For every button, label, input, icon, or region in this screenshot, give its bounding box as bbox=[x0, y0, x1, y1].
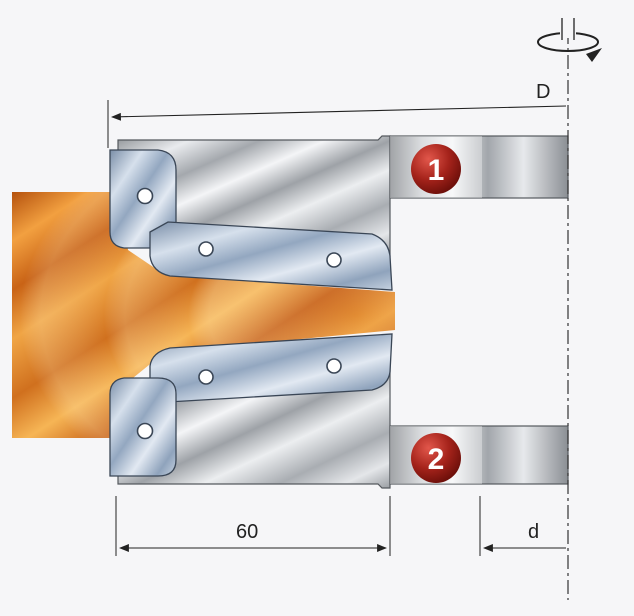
screw-hole bbox=[198, 241, 214, 257]
dimension-outer-diameter: D bbox=[107, 81, 567, 148]
screw-hole bbox=[326, 252, 342, 268]
dimension-bore-diameter: d bbox=[479, 496, 566, 556]
knife-upper-profile bbox=[149, 221, 393, 291]
dimension-label-d: d bbox=[528, 521, 539, 543]
screw-hole bbox=[136, 187, 154, 205]
dimension-cutting-width: 60 bbox=[115, 496, 391, 556]
knife-lower-corner bbox=[109, 377, 177, 477]
workpiece bbox=[12, 192, 395, 438]
cutter-marker-2: 2 bbox=[411, 433, 461, 483]
knife-lower-profile bbox=[149, 333, 393, 403]
dimension-label-D: D bbox=[536, 81, 550, 103]
rotation-direction-icon bbox=[537, 18, 602, 62]
cutter-number-2: 2 bbox=[428, 443, 445, 476]
cutter-marker-1: 1 bbox=[411, 144, 461, 194]
screw-hole bbox=[136, 422, 154, 440]
dimension-label-60: 60 bbox=[236, 521, 258, 543]
screw-hole bbox=[198, 369, 214, 385]
screw-hole bbox=[326, 358, 342, 374]
cutter-number-1: 1 bbox=[428, 154, 445, 187]
